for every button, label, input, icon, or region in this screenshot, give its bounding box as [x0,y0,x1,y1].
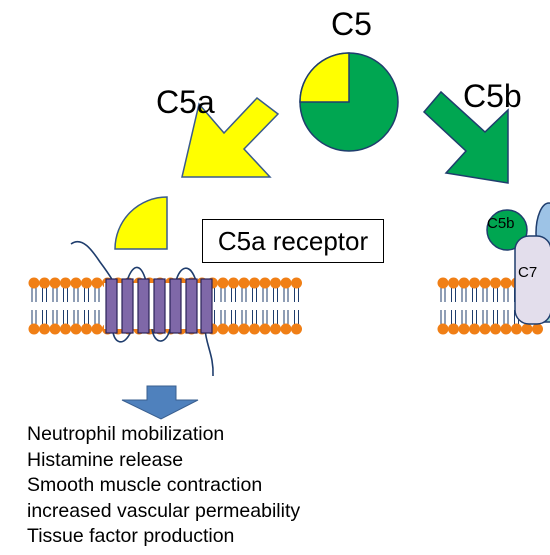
lipid-head [60,277,71,289]
lipid-head [490,277,501,289]
lipid-head [511,323,522,335]
lipid-head [448,277,459,289]
lipid-head [500,323,512,335]
c5a-ligand-icon [114,196,168,250]
c5-pie-icon [299,52,399,152]
receptor-helix [169,278,182,334]
lipid-head [259,323,271,335]
c5b-label: C5b [463,78,522,114]
mac-c5b-label: C5b [487,215,515,232]
lipid-head [270,323,281,335]
effects-list: Neutrophil mobilization Histamine releas… [27,422,300,550]
lipid-head [228,277,239,289]
effect-item: Neutrophil mobilization [27,423,225,445]
c5a-label: C5a [156,84,215,120]
mac-c7-label: C7 [518,264,538,281]
effect-item: Histamine release [27,448,184,471]
receptor-helix [121,278,134,334]
lipid-head [521,323,533,335]
lipid-head [500,277,512,289]
lipid-head [448,323,459,335]
receptor-helix [105,278,118,334]
lipid-head [91,323,103,335]
lipid-head [217,323,229,335]
effect-item: Tissue factor production [27,525,235,548]
lipid-head [49,323,61,335]
receptor-helix [137,278,150,334]
lipid-head [259,277,271,289]
lipid-head [490,323,501,335]
lipid-head [28,323,40,335]
lipid-head [280,323,292,335]
lipid-head [28,277,40,289]
lipid-head [39,323,50,335]
membrane-attack-complex-icon [486,202,550,325]
lipid-head [437,323,449,335]
receptor-helix [185,278,198,334]
lipid-head [217,277,229,289]
receptor-helix [153,278,166,334]
lipid-head [458,277,470,289]
lipid-head [91,277,103,289]
lipid-head [280,277,292,289]
effect-item: Smooth muscle contraction [27,474,263,497]
lipid-head [458,323,470,335]
lipid-head [39,277,50,289]
c5a-arrow-icon [181,96,280,178]
lipid-head [249,277,260,289]
lipid-head [291,323,302,335]
lipid-head [70,277,82,289]
lipid-head [270,277,281,289]
lipid-head [479,323,491,335]
lipid-head [238,323,250,335]
c5a-receptor-icon [104,278,213,334]
lipid-head [249,323,260,335]
receptor-label: C5a receptor [217,226,369,256]
lipid-head [81,323,92,335]
effect-item: increased vascular permeability [27,499,301,522]
lipid-head [479,277,491,289]
lipid-head [469,277,480,289]
receptor-label-box: C5a receptor [202,219,384,263]
c5-label: C5 [331,6,372,42]
lipid-head [532,323,543,335]
lipid-head [60,323,71,335]
lipid-head [291,277,302,289]
lipid-head [228,323,239,335]
down-arrow-icon [121,385,199,420]
lipid-head [437,277,449,289]
receptor-helix [200,278,213,334]
lipid-head [469,323,480,335]
lipid-head [70,323,82,335]
lipid-head [81,277,92,289]
c5b-arrow-icon [422,90,509,184]
lipid-head [238,277,250,289]
lipid-head [49,277,61,289]
